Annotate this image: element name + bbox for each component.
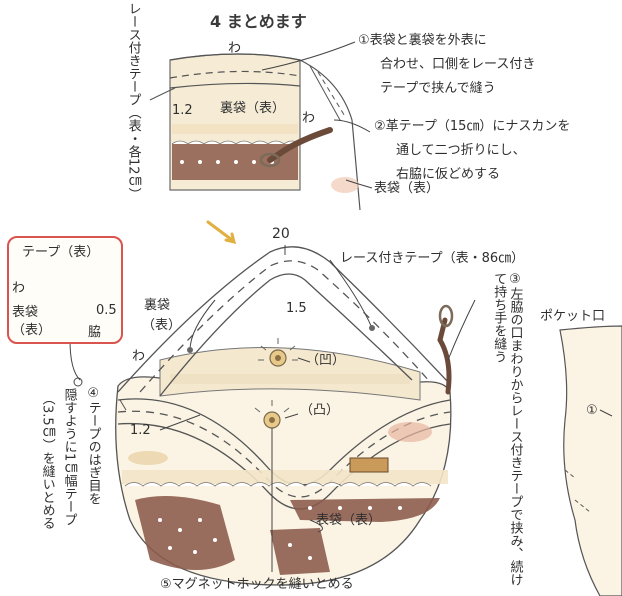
outer-label-top: 表袋（表）	[374, 181, 440, 196]
note-4-col-a: ④テープのはぎ目を	[85, 386, 101, 505]
detail-side-label: 脇	[88, 325, 102, 340]
detail-box	[7, 236, 123, 344]
dim-12-top: 1.2	[172, 103, 193, 118]
magnet-snap-concave	[258, 338, 298, 367]
note-1-line-2: 合わせ、口側をレース付き	[380, 57, 536, 72]
main-bag-illustration	[115, 246, 454, 586]
detail-outer-label: 表袋（表）	[12, 305, 52, 339]
convex-label: （凸）	[300, 403, 340, 418]
side-tape-label: レース付きテープ（表・各12㎝）	[125, 2, 141, 201]
note-4-col-c: （3.5㎝）を縫いとめる	[39, 392, 55, 530]
main-outer-label: 表袋（表）	[316, 513, 382, 528]
note-5: ⑤マグネットホックを縫いとめる	[160, 577, 354, 592]
note-3-vertical: ③左脇の口まわりからレース付きテープで挟み、続けて持ち手を縫う	[491, 272, 523, 586]
wa-label-main: わ	[132, 349, 146, 364]
step-title: 4 まとめます	[210, 12, 307, 31]
wa-label-top-2: わ	[302, 111, 316, 126]
detail-dim-label: 0.5	[96, 303, 117, 318]
dim-12-main: 1.2	[130, 423, 151, 438]
pocket-opening-label: ポケット口	[540, 309, 606, 324]
note-2-line-1: ②革テープ（15㎝）にナスカンを	[374, 119, 571, 134]
main-lining-label: 裏袋（表）	[142, 298, 182, 333]
note-4-col-b: 隠すように1㎝幅テープ	[61, 388, 77, 527]
dim-15-label: 1.5	[286, 301, 307, 316]
top-bag-illustration	[149, 53, 361, 211]
lining-label-top: 裏袋（表）	[220, 101, 286, 116]
note-2-line-2: 通して二つ折りにし、	[396, 143, 526, 158]
concave-label: （凹）	[306, 353, 346, 368]
pocket-marker: ①	[586, 403, 598, 418]
wa-label-top: わ	[228, 41, 242, 56]
note-2-line-3: 右脇に仮どめする	[396, 167, 501, 182]
detail-wa-label: わ	[12, 281, 26, 296]
dim-20-label: 20	[272, 226, 290, 242]
lace-tape-86-label: レース付きテープ（表・86㎝）	[340, 251, 525, 266]
note-1-line-3: テープで挟んで縫う	[380, 81, 496, 96]
detail-tape-label: テープ（表）	[22, 245, 100, 260]
note-1-line-1: ①表袋と裏袋を外表に	[358, 33, 487, 48]
pocket-illustration	[559, 325, 622, 596]
